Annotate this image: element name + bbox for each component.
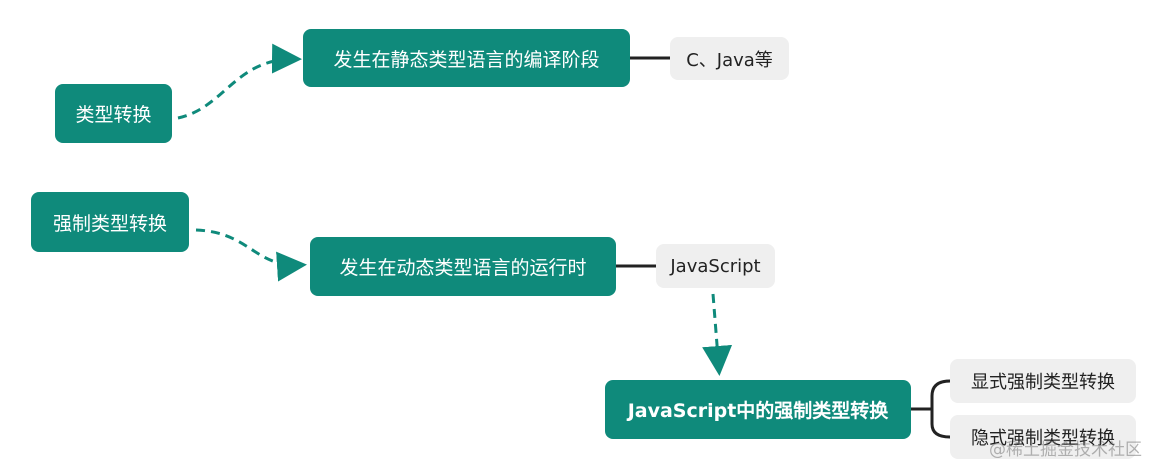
- node-js-forced-label: JavaScript中的强制类型转换: [627, 400, 889, 422]
- node-explicit-label: 显式强制类型转换: [971, 372, 1115, 393]
- dashed-arrow-javascript-to-jsforced: [702, 293, 733, 376]
- node-forced-conversion: 强制类型转换: [31, 192, 189, 252]
- watermark: @稀土掘金技术社区: [989, 440, 1142, 460]
- node-c-java: C、Java等: [670, 37, 789, 80]
- bracket-branch: [930, 379, 951, 439]
- node-dynamic-runtime-label: 发生在动态类型语言的运行时: [339, 257, 587, 279]
- dashed-arrow-forced-to-dynamic: [195, 228, 307, 282]
- node-js-forced: JavaScript中的强制类型转换: [605, 380, 911, 439]
- node-type-conversion: 类型转换: [55, 84, 172, 143]
- node-static-compile-label: 发生在静态类型语言的编译阶段: [333, 48, 600, 71]
- node-dynamic-runtime: 发生在动态类型语言的运行时: [310, 237, 616, 296]
- node-javascript: JavaScript: [656, 244, 775, 288]
- dashed-arrow-type-to-static: [177, 43, 302, 120]
- node-implicit-label: 隐式强制类型转换: [971, 428, 1115, 449]
- node-explicit: 显式强制类型转换: [950, 359, 1136, 403]
- node-implicit: 隐式强制类型转换: [950, 415, 1136, 459]
- node-javascript-label: JavaScript: [670, 255, 761, 277]
- node-static-compile: 发生在静态类型语言的编译阶段: [303, 29, 630, 87]
- node-forced-conversion-label: 强制类型转换: [52, 212, 167, 235]
- node-c-java-label: C、Java等: [686, 49, 773, 71]
- node-type-conversion-label: 类型转换: [75, 104, 152, 126]
